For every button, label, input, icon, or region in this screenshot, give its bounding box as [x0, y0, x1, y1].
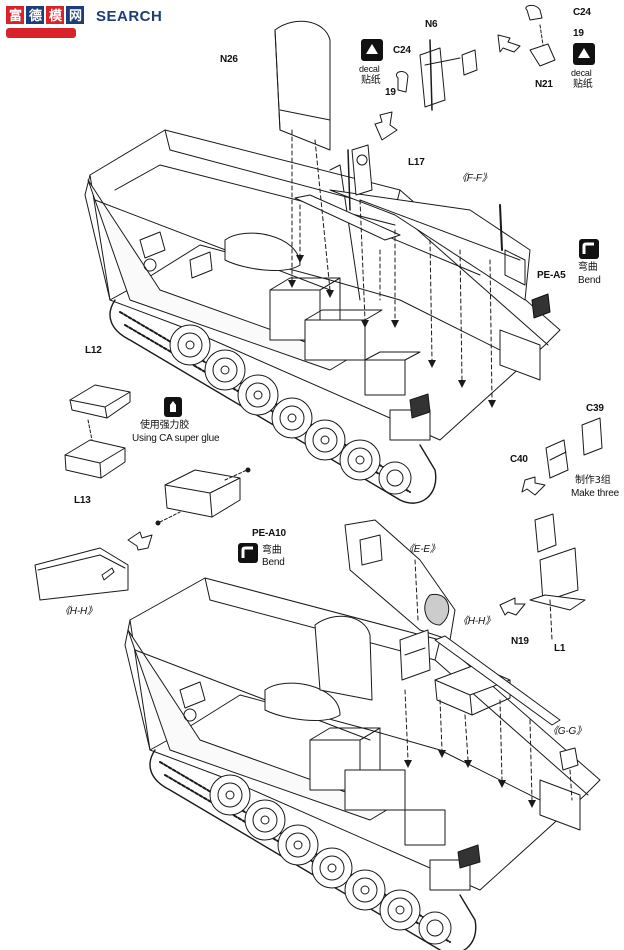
label-decal-left: decal: [359, 64, 380, 74]
label-l1: L1: [554, 643, 566, 654]
decal-icon: [573, 43, 595, 65]
label-glue-en: Using CA super glue: [132, 433, 220, 444]
jerry-cans-upper: [545, 417, 603, 479]
label-bend-cn-2: 弯曲: [262, 545, 282, 556]
label-bend-cn-1: 弯曲: [578, 262, 598, 273]
n19-plank: [434, 635, 561, 726]
n26-shield: [274, 20, 331, 151]
watermark: 富 德 模 网 SEARCH: [4, 2, 184, 42]
label-make-three-en: Make three: [571, 488, 620, 499]
label-hh-left: 《H-H》: [60, 606, 97, 617]
hh-plate-left: [34, 547, 129, 601]
upper-hull: [84, 129, 561, 441]
label-n19-bottom: N19: [511, 636, 529, 647]
label-decal-right: decal: [571, 68, 592, 78]
n6-bracket: [396, 39, 478, 111]
label-pe-a5: PE-A5: [537, 270, 566, 281]
glue-icon: [164, 397, 182, 417]
decal-icon: [361, 39, 383, 61]
bend-icon: [579, 239, 599, 259]
label-decal-left-cn: 贴纸: [361, 75, 381, 86]
label-hh-mid: 《H-H》: [458, 616, 495, 627]
arrow-icon: [127, 34, 546, 616]
svg-text:网: 网: [69, 9, 82, 24]
label-n19-top: 19: [573, 28, 584, 39]
label-l13: L13: [74, 495, 91, 506]
svg-text:德: 德: [29, 8, 42, 24]
lower-track-assembly: [149, 749, 477, 950]
label-l17: L17: [408, 157, 425, 168]
label-n21: N21: [535, 79, 553, 90]
label-c40: C40: [510, 454, 528, 465]
hatch-plate-upper: [409, 393, 431, 419]
upper-leader-lines: [291, 129, 493, 401]
pe-a10-box: [155, 467, 251, 526]
lower-leader-lines: [404, 559, 573, 801]
label-c24-mid: C24: [393, 45, 411, 56]
label-gg: 《G-G》: [548, 726, 586, 737]
ee-plate: [344, 519, 456, 641]
l12-l13-box: [64, 384, 131, 479]
hatch-plate-lower: [457, 844, 481, 869]
label-pe-a10: PE-A10: [252, 528, 286, 539]
watermark-logo-icon: 富 德 模 网: [6, 6, 84, 38]
l1-jerry-can-rack: [529, 513, 586, 611]
label-decal-right-cn: 贴纸: [573, 79, 593, 90]
label-bend-en-1: Bend: [578, 275, 601, 286]
label-c39: C39: [586, 403, 604, 414]
upper-track-assembly: [109, 299, 437, 504]
label-make-three-cn: 制作3组: [575, 475, 611, 486]
periscope-assembly: [347, 144, 373, 211]
label-ff: 《F-F》: [457, 173, 492, 184]
label-bend-en-2: Bend: [262, 557, 285, 568]
hh-box-mid: [399, 629, 511, 716]
gg-bracket: [559, 747, 579, 771]
svg-text:富: 富: [9, 8, 22, 24]
label-n6: N6: [425, 19, 438, 30]
lower-hull: [124, 577, 601, 891]
label-n26: N26: [220, 54, 238, 65]
label-l12: L12: [85, 345, 102, 356]
label-n19-mid: 19: [385, 87, 396, 98]
pe-a5-plate: [531, 293, 551, 319]
lower-leader-arrows: [404, 750, 536, 808]
label-c24-top: C24: [573, 7, 591, 18]
label-ee: 《E-E》: [404, 544, 440, 555]
watermark-text: SEARCH: [96, 8, 163, 25]
upper-leader-arrows: [288, 255, 496, 408]
bend-icon: [238, 543, 258, 563]
n21-c24-parts: [525, 4, 556, 67]
svg-text:模: 模: [49, 8, 63, 24]
label-glue-cn: 使用强力胶: [140, 420, 189, 431]
